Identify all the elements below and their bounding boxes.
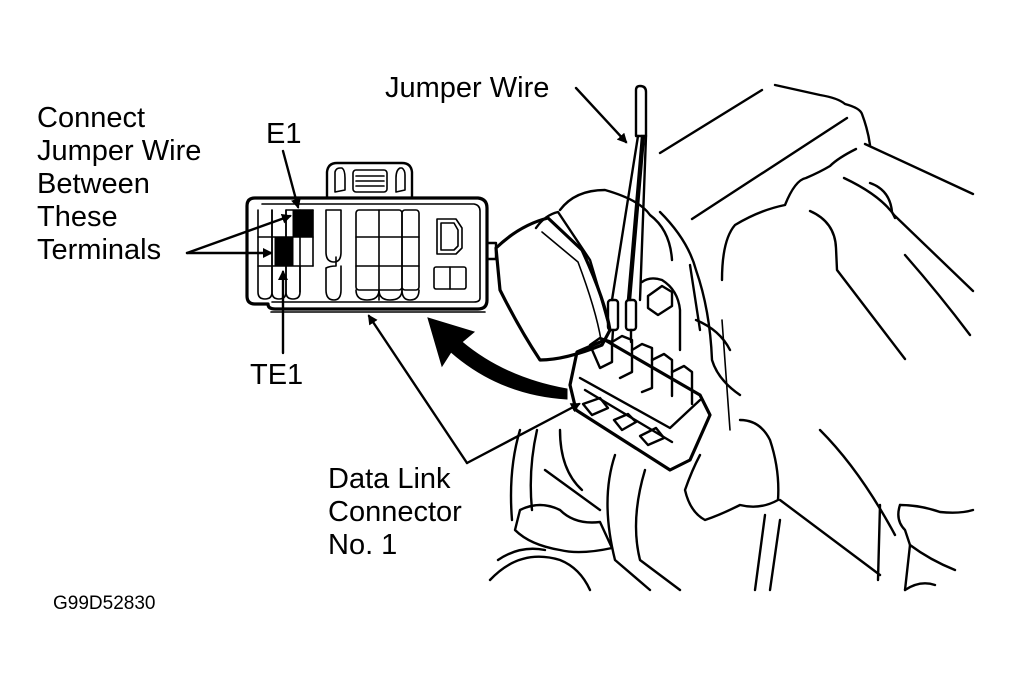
instruction-line: Jumper Wire — [37, 135, 202, 167]
connector-label-line: Connector — [328, 496, 462, 528]
connector-arrow-face — [367, 314, 469, 465]
e1-label: E1 — [266, 118, 302, 150]
te1-label: TE1 — [250, 359, 304, 391]
instruction-line: Connect — [37, 102, 146, 134]
instruction-line: These — [37, 201, 118, 233]
connector-arrow-vehicle — [465, 402, 581, 465]
terminal-e1 — [292, 209, 314, 238]
figure-id: G99D52830 — [53, 593, 156, 614]
engine-bay-illustration — [488, 83, 975, 592]
instruction-label: Connect Jumper Wire Between These Termin… — [37, 102, 201, 267]
connector-face — [245, 161, 498, 313]
instruction-line: Terminals — [37, 234, 162, 266]
jumper-wire-clip — [634, 84, 648, 138]
jumper-wire-arrow — [574, 86, 628, 144]
e1-arrow — [281, 149, 301, 209]
connector-label-line: Data Link — [328, 463, 451, 495]
connector-label-line: No. 1 — [328, 529, 398, 561]
terminal-arrow-upper — [185, 213, 292, 255]
terminal-te1 — [274, 236, 294, 267]
leader-arrows — [185, 86, 628, 465]
jumper-wire-label: Jumper Wire — [385, 72, 550, 104]
instruction-line: Between — [37, 168, 150, 200]
curved-arrow — [427, 317, 568, 400]
connector-label: Data Link Connector No. 1 — [328, 463, 462, 562]
